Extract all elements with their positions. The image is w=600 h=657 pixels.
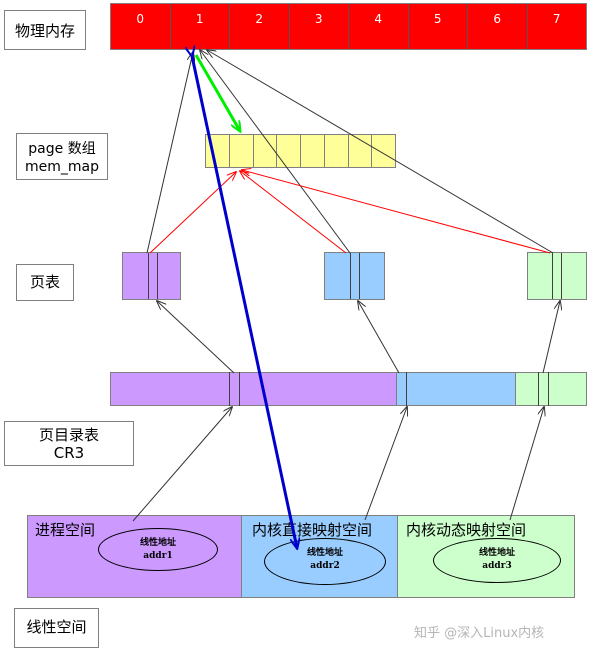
memory-frame: 6 [468, 4, 528, 49]
addr2-title: 线性地址 [306, 548, 343, 558]
arrow-pt-dynamic-to-page-array [242, 170, 551, 254]
arrow-pt-dynamic-to-frame [207, 50, 554, 254]
pgd-entry-divider [538, 372, 539, 406]
page-table-entry [553, 253, 562, 299]
page-array-label-line2: mem_map [25, 159, 99, 175]
page-table-direct [324, 252, 385, 300]
linear-address-addr2: 线性地址 addr2 [264, 538, 386, 585]
page-table-entry [528, 253, 553, 299]
addr1-name: addr1 [143, 551, 173, 561]
process-space-title: 进程空间 [35, 521, 96, 539]
memory-frame: 4 [349, 4, 409, 49]
pgd-entry-divider [548, 372, 549, 406]
page-table-entry [123, 253, 149, 299]
arrow-addr1-to-pgd [132, 407, 232, 522]
page-directory-label: 页目录表 CR3 [4, 421, 134, 466]
linear-space-label-text: 线性空间 [26, 618, 87, 636]
page-table-entry [325, 253, 351, 299]
linear-address-addr3: 线性地址 addr3 [433, 538, 561, 583]
page-directory-dynamic [515, 372, 587, 406]
memory-frame: 3 [289, 4, 349, 49]
memory-frame: 1 [170, 4, 230, 49]
page-table-process [122, 252, 181, 300]
memory-frame: 5 [408, 4, 468, 49]
page-table-entry [149, 253, 158, 299]
memory-frame: 7 [527, 4, 586, 49]
physical-memory-label: 物理内存 [4, 10, 86, 50]
linear-space-label: 线性空间 [14, 608, 99, 648]
arrow-addr3-to-pgd [509, 407, 544, 521]
page-array-label-line1: page 数组 [28, 141, 96, 157]
page-directory-direct [396, 372, 516, 406]
addr1-title: 线性地址 [139, 538, 176, 548]
memory-frame: 2 [230, 4, 290, 49]
watermark: 知乎 @深入Linux内核 [414, 626, 545, 641]
page-table-label-text: 页表 [29, 273, 60, 291]
page-table-entry [351, 253, 360, 299]
arrow-pt-process-to-frame [146, 52, 193, 254]
pgd-entry-divider [406, 372, 407, 406]
page-struct-cell [325, 135, 349, 167]
memory-frame: 0 [111, 4, 171, 49]
page-struct-cell [301, 135, 325, 167]
physical-memory-frames: 0 1 2 3 4 5 6 7 [110, 3, 587, 50]
addr3-name: addr3 [482, 561, 512, 571]
page-struct-cell [349, 135, 373, 167]
kernel-dynamic-map-title: 内核动态映射空间 [406, 521, 527, 539]
page-directory-label-line2: CR3 [53, 444, 85, 462]
arrow-addr2-to-pgd [364, 407, 407, 521]
addr3-title: 线性地址 [478, 548, 515, 558]
arrow-pgd-to-pt-process [157, 301, 235, 374]
arrow-pgd-to-pt-direct [358, 301, 400, 374]
arrow-direct-mapping [192, 56, 297, 548]
page-array-label: page 数组 mem_map [16, 133, 108, 180]
addr2-name: addr2 [310, 561, 340, 571]
page-table-label: 页表 [16, 264, 74, 301]
page-directory-label-line1: 页目录表 [38, 426, 99, 444]
arrow-pgd-to-pt-dynamic [542, 301, 560, 374]
physical-memory-label-text: 物理内存 [14, 22, 75, 40]
arrow-frame-to-page-array [194, 54, 240, 131]
arrow-pt-direct-to-frame [200, 50, 351, 254]
